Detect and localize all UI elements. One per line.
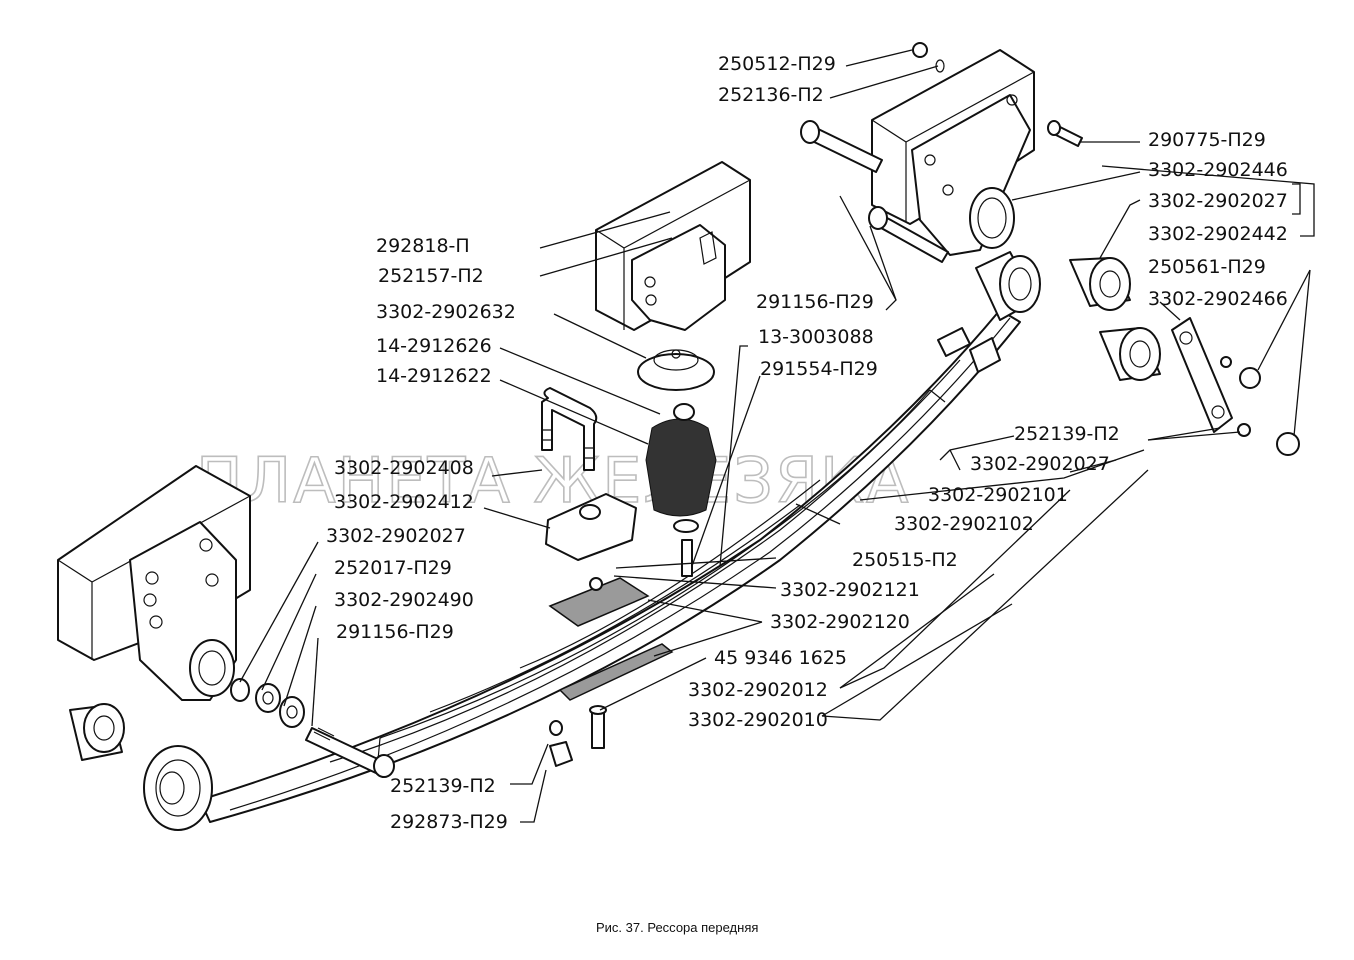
label-292873-p29: 292873-П29 [390,811,508,833]
label-3302-2902408: 3302-2902408 [334,457,474,479]
label-45-9346-1625: 45 9346 1625 [714,647,847,669]
rear-spring-eye [975,251,1041,321]
rear-nuts [1220,356,1300,456]
u-bolt [541,387,598,471]
label-3302-2902412: 3302-2902412 [334,491,474,513]
label-250515-p2: 250515-П2 [852,549,958,571]
label-250561-p29: 250561-П29 [1148,256,1266,278]
center-bolt [589,705,607,749]
label-252139-p2-front: 252139-П2 [390,775,496,797]
part-labels: 250512-П29 252136-П2 290775-П29 3302-290… [326,53,1288,833]
label-291554-p29: 291554-П29 [760,358,878,380]
label-3302-2902010: 3302-2902010 [688,709,828,731]
label-291156-p29-rear: 291156-П29 [756,291,874,313]
label-3302-2902466: 3302-2902466 [1148,288,1288,310]
label-3302-2902102: 3302-2902102 [894,513,1034,535]
clamp-plate-upper [548,577,650,627]
label-252157-p2: 252157-П2 [378,265,484,287]
rear-small-bolt [1047,120,1083,147]
clamp-plate-lower [558,643,674,701]
rear-long-bolts [800,120,949,263]
label-3302-2902120: 3302-2902120 [770,611,910,633]
label-3302-2902012: 3302-2902012 [688,679,828,701]
front-eye-bolt [305,727,395,778]
label-3302-2902101: 3302-2902101 [928,484,1068,506]
rear-spring-bracket [911,94,1031,256]
front-spring-eye [143,745,213,831]
label-3302-2902027-b: 3302-2902027 [970,453,1110,475]
label-3302-2902027-a: 3302-2902027 [1148,190,1288,212]
leaf-spring-pack [199,309,1021,823]
label-252139-p2-rear: 252139-П2 [1014,423,1120,445]
leader-lines [239,49,1315,823]
label-14-2912626: 14-2912626 [376,335,492,357]
rear-bushing-upper [1069,257,1131,311]
label-3302-2902121: 3302-2902121 [780,579,920,601]
label-292818-p: 292818-П [376,235,470,257]
label-252017-p29: 252017-П29 [334,557,452,579]
bump-stop-rubber [645,403,717,577]
label-3302-2902632: 3302-2902632 [376,301,516,323]
label-14-2912622: 14-2912622 [376,365,492,387]
spring-clip-rear [937,327,1001,373]
rear-bushing-lower [1099,327,1161,381]
bump-stop-bracket [631,224,726,331]
watermark: ПЛАНЕТА ЖЕЛЕЗЯКА [196,444,910,517]
figure-caption: Рис. 37. Рессора передняя [596,920,758,935]
label-250512-p29: 250512-П29 [718,53,836,75]
front-bushing [69,703,125,761]
label-291156-p29-front: 291156-П29 [336,621,454,643]
label-252136-p2: 252136-П2 [718,84,824,106]
rear-top-nut [912,42,945,73]
front-washers [230,678,305,728]
rear-shackle-plate [1171,317,1233,433]
front-spring-bracket [129,521,237,701]
bump-stop-cup [637,349,715,391]
label-3302-2902442: 3302-2902442 [1148,223,1288,245]
label-3302-2902446: 3302-2902446 [1148,159,1288,181]
spring-pad [545,493,637,561]
label-3302-2902490: 3302-2902490 [334,589,474,611]
label-290775-p29: 290775-П29 [1148,129,1266,151]
front-nut [549,720,573,767]
label-3302-2902027-c: 3302-2902027 [326,525,466,547]
label-13-3003088: 13-3003088 [758,326,874,348]
